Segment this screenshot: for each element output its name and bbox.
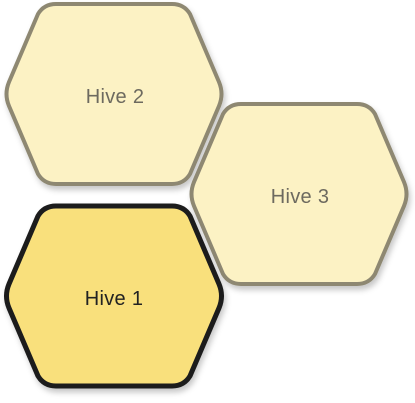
hive-1-label: Hive 1 bbox=[85, 288, 144, 310]
hive-2-label: Hive 2 bbox=[86, 86, 145, 108]
hive-3-hexagon bbox=[189, 102, 409, 286]
hive-cell-1[interactable]: Hive 1 bbox=[4, 203, 224, 389]
hive-cell-3[interactable]: Hive 3 bbox=[189, 102, 409, 286]
hive-2-hexagon bbox=[4, 2, 224, 186]
hive-cell-2[interactable]: Hive 2 bbox=[4, 2, 224, 186]
hive-1-hexagon bbox=[4, 203, 224, 389]
hive-3-label: Hive 3 bbox=[271, 186, 330, 208]
